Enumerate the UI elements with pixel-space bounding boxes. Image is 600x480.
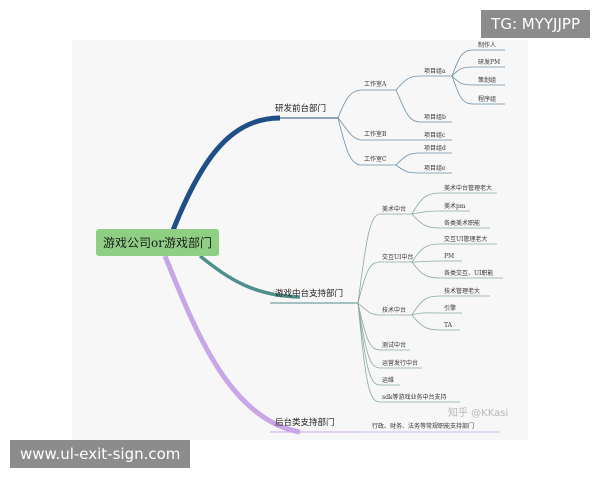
branch-backoffice: 后台类支持部门 — [275, 418, 335, 428]
node-studio-a: 工作室A — [364, 81, 387, 88]
node-admin-support: 行政、财务、法务等常规职能支持部门 — [372, 423, 475, 430]
node-ta: TA — [444, 322, 453, 329]
node-project-e: 项目组e — [424, 165, 446, 172]
node-design-team: 策划组 — [478, 77, 497, 84]
node-project-c: 项目组c — [424, 132, 446, 139]
node-ui-platform: 交互UI中台 — [382, 254, 414, 261]
node-art-platform: 美术中台 — [382, 206, 407, 213]
node-studio-c: 工作室C — [364, 156, 387, 163]
branch-rd-frontline: 研发前台部门 — [275, 104, 327, 114]
mindmap-root: 游戏公司or游戏部门 — [96, 229, 219, 256]
node-ops-publish-platform: 运营发行中台 — [382, 360, 419, 367]
node-project-b: 项目组b — [424, 114, 446, 121]
node-producer: 制作人 — [478, 42, 497, 49]
node-sdk-support: sdk等游戏业务中台支持 — [382, 394, 447, 401]
connector-branch-3 — [162, 255, 301, 435]
node-ops: 运维 — [382, 377, 395, 384]
tag-top-right: TG: MYYJJPP — [481, 10, 590, 38]
node-project-a: 项目组a — [424, 68, 446, 75]
node-ui-roles: 各类交互、UI职能 — [444, 270, 494, 277]
node-tech-platform: 技术中台 — [382, 307, 407, 314]
node-tech-lead: 技术管理老大 — [444, 288, 481, 295]
node-ui-lead: 交互UI管理老大 — [444, 236, 488, 243]
connector-branch-1 — [167, 115, 281, 239]
node-art-roles: 各类美术职能 — [444, 220, 481, 227]
node-engine: 引擎 — [444, 305, 457, 312]
watermark: 知乎 @KKasi — [448, 408, 509, 419]
node-ui-pm: PM — [444, 253, 455, 260]
connector-branch-2 — [198, 254, 301, 299]
node-rd-pm: 研发PM — [478, 59, 501, 66]
node-art-lead: 美术中台管理老大 — [444, 185, 493, 192]
node-art-pm: 美术pm — [444, 203, 466, 210]
tag-bottom-left: www.ul-exit-sign.com — [10, 440, 191, 468]
node-project-d: 项目组d — [424, 145, 446, 152]
node-test-platform: 测试中台 — [382, 342, 407, 349]
node-program-team: 程序组 — [478, 96, 497, 103]
branch-middle-platform: 游戏中台支持部门 — [275, 289, 344, 299]
node-studio-b: 工作室B — [364, 131, 387, 138]
